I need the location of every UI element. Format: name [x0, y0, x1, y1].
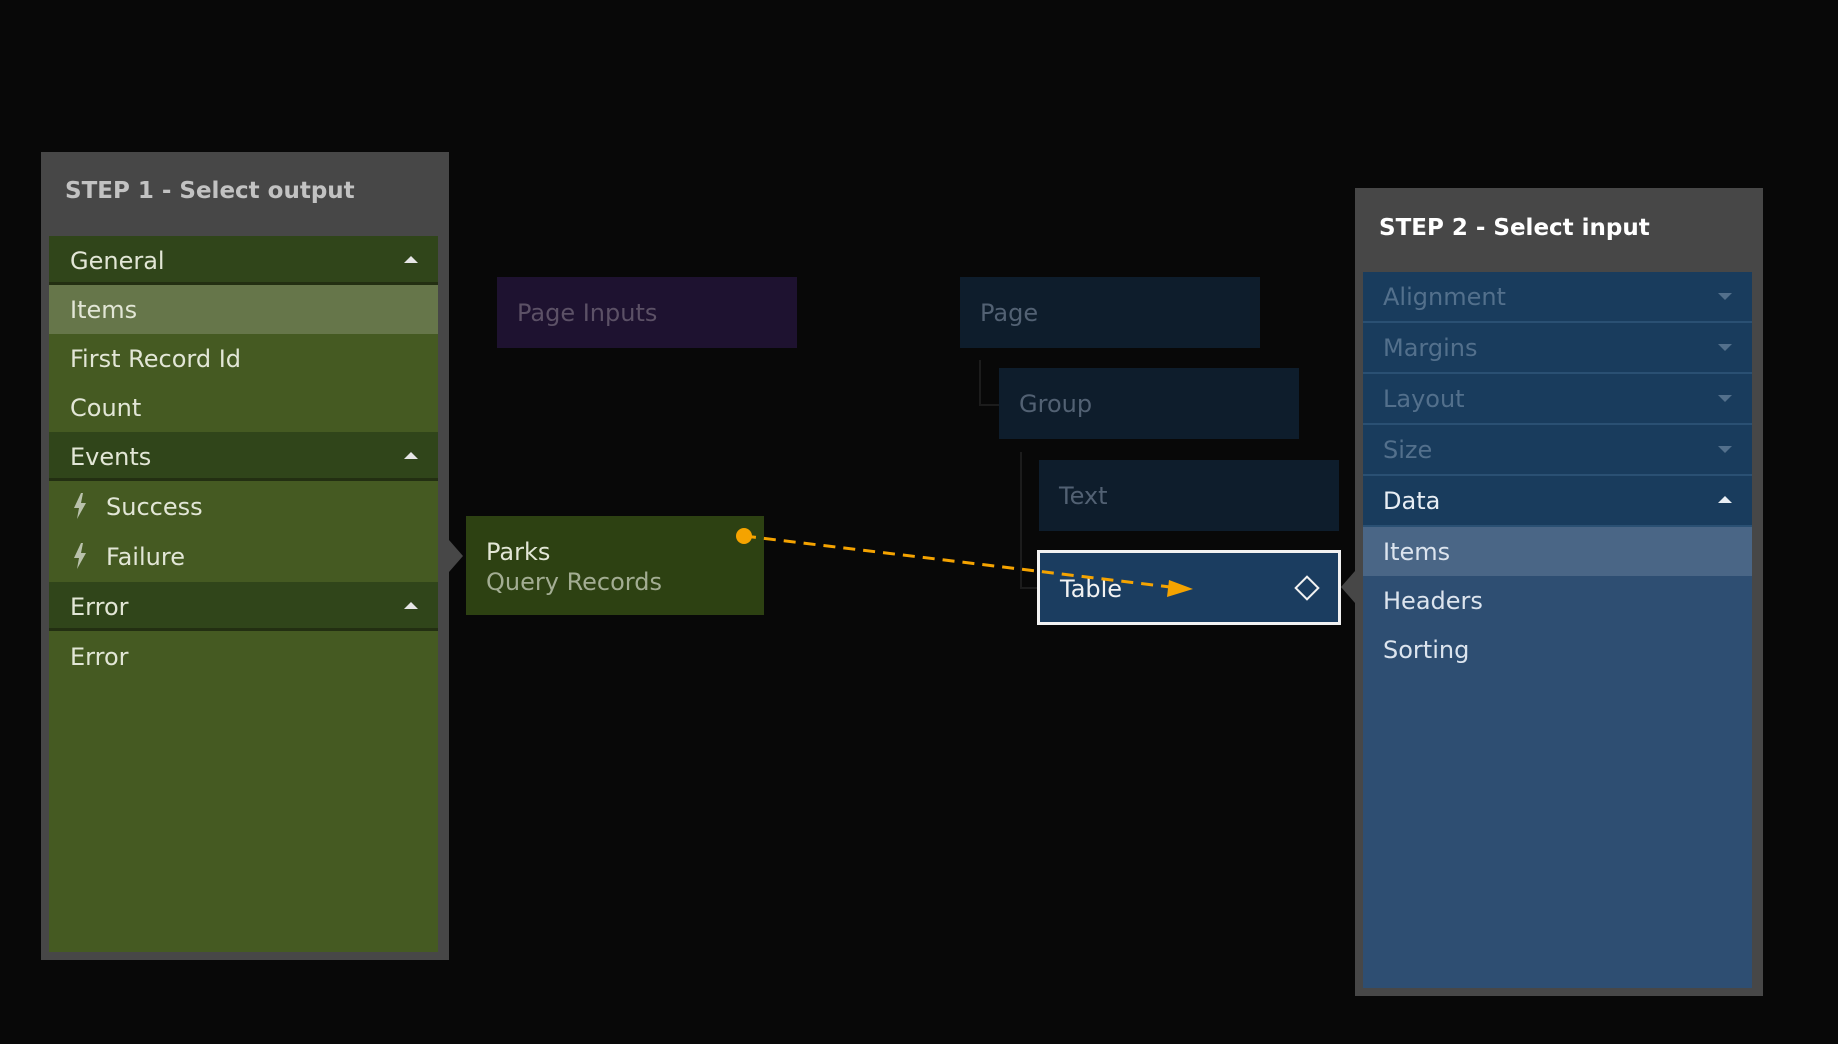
input-item-items[interactable]: Items	[1363, 527, 1752, 576]
caret-up-icon	[404, 452, 418, 459]
section-events-label: Events	[70, 443, 152, 471]
parks-query-node[interactable]: Parks Query Records	[466, 516, 764, 615]
caret-up-icon	[404, 256, 418, 263]
tree-connector	[979, 360, 999, 406]
output-item-label: Count	[70, 394, 142, 422]
output-list: General Items First Record Id Count Even…	[49, 236, 438, 952]
output-item-label: First Record Id	[70, 345, 241, 373]
output-item-label: Success	[106, 493, 203, 521]
section-label: Layout	[1383, 385, 1465, 413]
text-node[interactable]: Text	[1039, 460, 1339, 531]
node-subtitle: Query Records	[486, 568, 662, 596]
input-item-label: Sorting	[1383, 636, 1470, 664]
caret-up-icon	[1718, 496, 1732, 503]
output-item-error[interactable]: Error	[49, 632, 438, 681]
section-error-label: Error	[70, 593, 129, 621]
section-label: Margins	[1383, 334, 1478, 362]
output-item-items[interactable]: Items	[49, 285, 438, 334]
output-item-label: Error	[70, 643, 129, 671]
output-item-failure[interactable]: Failure	[49, 532, 438, 581]
step2-title: STEP 2 - Select input	[1379, 215, 1650, 241]
input-item-headers[interactable]: Headers	[1363, 576, 1752, 625]
input-item-label: Items	[1383, 538, 1451, 566]
section-label: Data	[1383, 487, 1441, 515]
output-item-label: Items	[70, 296, 138, 324]
page-node[interactable]: Page	[960, 277, 1260, 348]
output-item-success[interactable]: Success	[49, 482, 438, 531]
step1-output-panel: STEP 1 - Select output General Items Fir…	[41, 152, 449, 960]
node-label: Page Inputs	[517, 299, 658, 327]
lightning-bolt-icon	[74, 543, 86, 569]
caret-down-icon	[1718, 446, 1732, 453]
table-node[interactable]: Table	[1037, 550, 1341, 625]
section-layout[interactable]: Layout	[1363, 374, 1752, 425]
section-size[interactable]: Size	[1363, 425, 1752, 476]
caret-up-icon	[404, 602, 418, 609]
output-item-label: Failure	[106, 543, 185, 571]
step1-title: STEP 1 - Select output	[65, 178, 355, 204]
section-data[interactable]: Data	[1363, 476, 1752, 527]
section-margins[interactable]: Margins	[1363, 323, 1752, 374]
panel-pointer	[1341, 571, 1355, 603]
lightning-bolt-icon	[74, 493, 86, 519]
input-item-sorting[interactable]: Sorting	[1363, 625, 1752, 674]
section-label: Size	[1383, 436, 1433, 464]
node-label: Table	[1060, 575, 1123, 603]
step2-input-panel: STEP 2 - Select input Alignment Margins …	[1355, 188, 1763, 996]
input-item-label: Headers	[1383, 587, 1483, 615]
caret-down-icon	[1718, 344, 1732, 351]
diamond-icon	[1294, 575, 1320, 601]
section-events[interactable]: Events	[49, 432, 438, 481]
output-item-first-record-id[interactable]: First Record Id	[49, 334, 438, 383]
output-item-count[interactable]: Count	[49, 383, 438, 432]
node-label: Group	[1019, 390, 1093, 418]
section-general[interactable]: General	[49, 236, 438, 285]
page-inputs-node[interactable]: Page Inputs	[497, 277, 797, 348]
caret-down-icon	[1718, 293, 1732, 300]
node-title: Parks	[486, 538, 551, 566]
section-general-label: General	[70, 247, 165, 275]
panel-pointer	[449, 540, 463, 572]
node-label: Text	[1059, 482, 1108, 510]
node-label: Page	[980, 299, 1039, 327]
caret-down-icon	[1718, 395, 1732, 402]
section-error[interactable]: Error	[49, 582, 438, 631]
input-list: Alignment Margins Layout Size Data Items	[1363, 272, 1752, 988]
group-node[interactable]: Group	[999, 368, 1299, 439]
section-label: Alignment	[1383, 283, 1506, 311]
section-alignment[interactable]: Alignment	[1363, 272, 1752, 323]
